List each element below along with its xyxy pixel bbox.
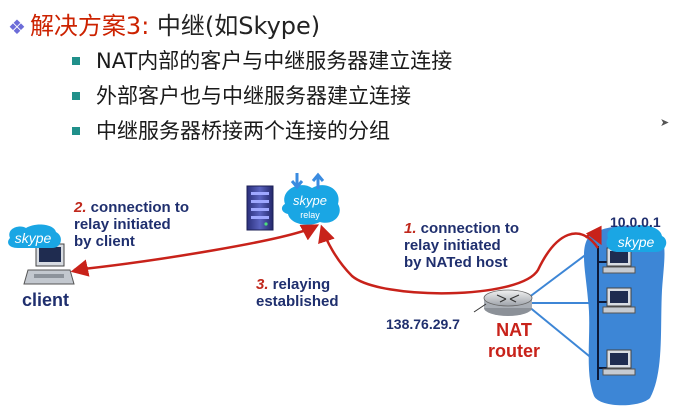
host-computer-icon: [598, 247, 636, 274]
bullet-diamond-icon: ❖: [8, 15, 26, 39]
bullet-item: 中继服务器桥接两个连接的分组: [72, 114, 452, 149]
step3-number: 3.: [256, 276, 269, 293]
step3-line1: relaying: [268, 276, 331, 293]
svg-text:skype: skype: [15, 230, 52, 246]
nat-router-icon: [483, 289, 533, 316]
nat-host-skype-logo: skype: [606, 225, 667, 252]
nat-label-line2: router: [488, 341, 541, 361]
relay-skype-logo: skype relay: [281, 185, 340, 225]
step3-label: 3. relaying established: [256, 276, 339, 310]
host-computer-icon: [598, 287, 636, 314]
step2-label: 2. connection to relay initiated by clie…: [74, 199, 189, 250]
step1-line2: relay initiated: [404, 237, 501, 254]
slide-title: ❖解决方案3: 中继(如Skype): [8, 6, 320, 41]
bullet-item: NAT内部的客户与中继服务器建立连接: [72, 44, 452, 79]
client-to-relay-arrow: [73, 224, 320, 272]
step2-line3: by client: [74, 233, 135, 250]
step2-line2: relay initiated: [74, 216, 171, 233]
svg-text:relay: relay: [300, 210, 320, 220]
nat-router-label: NAT router: [488, 320, 540, 362]
title-rest: 中继(如Skype): [149, 12, 321, 40]
svg-text:skype: skype: [293, 193, 327, 208]
host-computer-icon: [598, 349, 636, 376]
router-link: [527, 249, 593, 299]
download-arrow-icon: [290, 173, 304, 190]
nat-label-line1: NAT: [496, 320, 532, 340]
router-link: [527, 305, 595, 361]
title-prefix: 解决方案3:: [29, 12, 150, 40]
public-ip-pointer: [473, 303, 487, 313]
bullet-list: NAT内部的客户与中继服务器建立连接 外部客户也与中继服务器建立连接 中继服务器…: [72, 44, 452, 149]
relay-to-nathost-arrowhead: [584, 225, 602, 246]
step1-line3: by NATed host: [404, 254, 508, 271]
step2-line1: connection to: [86, 199, 190, 216]
upload-arrow-icon: [311, 172, 325, 189]
mouse-cursor-icon: ➤: [660, 116, 670, 129]
private-ip-label: 10.0.0.1: [610, 214, 661, 230]
step1-number: 1.: [404, 220, 417, 237]
bullet-text: NAT内部的客户与中继服务器建立连接: [96, 49, 453, 73]
public-ip-label: 138.76.29.7: [386, 316, 460, 332]
relay-to-client-arrowhead: [70, 259, 90, 277]
client-computer-icon: [23, 243, 75, 285]
step2-number: 2.: [74, 199, 87, 216]
client-label: client: [22, 290, 70, 310]
bullet-item: 外部客户也与中继服务器建立连接: [72, 79, 452, 114]
bullet-square-icon: [72, 92, 80, 100]
bullet-square-icon: [72, 127, 80, 135]
nathost-to-relay-arrow: [318, 224, 600, 295]
step1-line1: connection to: [416, 220, 520, 237]
bullet-text: 中继服务器桥接两个连接的分组: [96, 119, 390, 143]
svg-text:skype: skype: [618, 234, 655, 250]
client-skype-logo: skype: [8, 224, 61, 248]
bullet-square-icon: [72, 57, 80, 65]
relay-server-icon: [246, 185, 274, 231]
bullet-text: 外部客户也与中继服务器建立连接: [96, 84, 411, 108]
step3-line2: established: [256, 293, 339, 310]
step1-label: 1. connection to relay initiated by NATe…: [404, 220, 519, 271]
